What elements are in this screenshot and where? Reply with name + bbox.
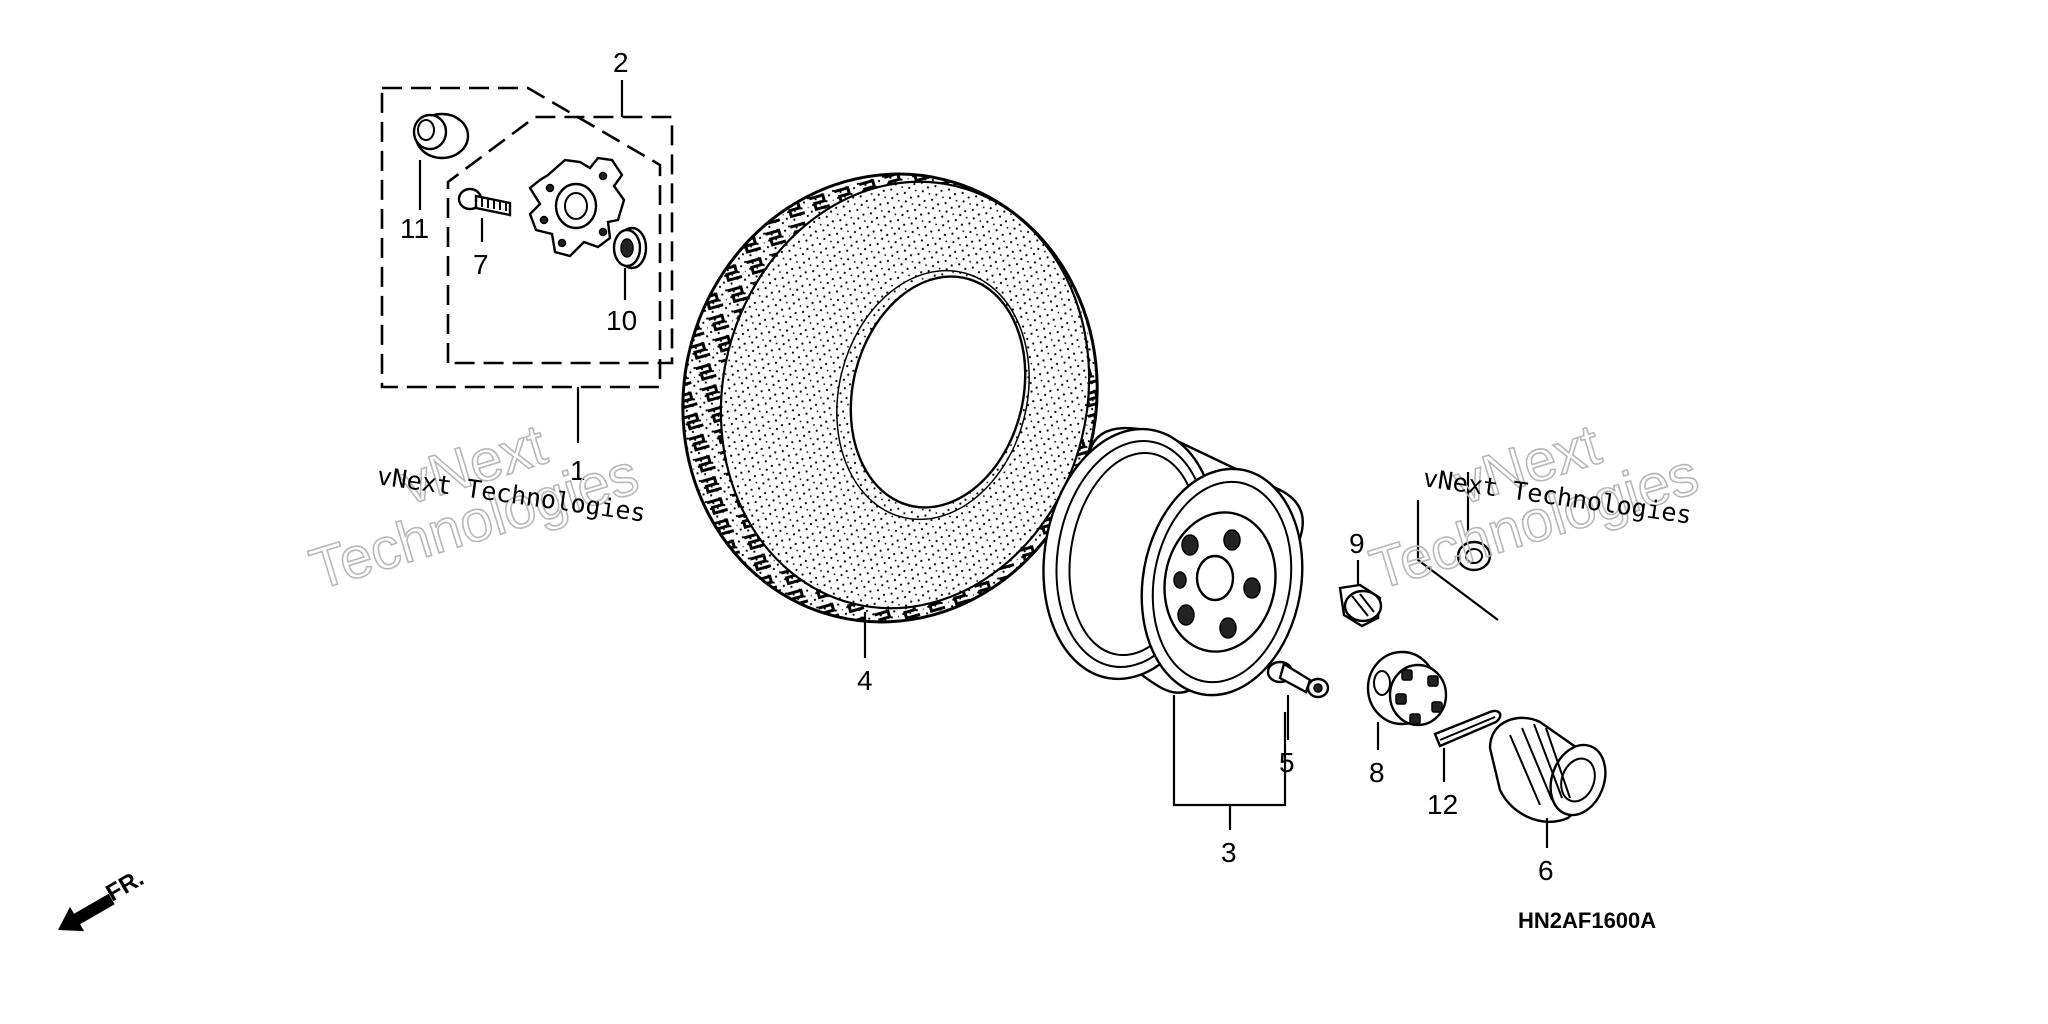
callout-1: 1	[570, 455, 586, 486]
cotter-pin-part-12	[1433, 709, 1502, 782]
hub-bolt-part-7	[457, 187, 512, 242]
hub-assembly-bracket-2	[446, 80, 674, 365]
wheel-bolt-detail	[1416, 472, 1499, 621]
callout-9: 9	[1349, 528, 1365, 559]
callout-4: 4	[857, 665, 873, 696]
callout-6: 6	[1538, 855, 1554, 886]
callout-5: 5	[1279, 747, 1295, 778]
wheel-cap-part-6	[1488, 716, 1607, 848]
callout-12: 12	[1427, 789, 1458, 820]
callout-10: 10	[606, 305, 637, 336]
wheel-rim-part-3	[1042, 426, 1304, 830]
lug-nut-part-9	[1338, 560, 1383, 628]
bearing-part-10	[612, 226, 648, 300]
castle-nut-part-8	[1366, 650, 1448, 750]
callout-11: 11	[400, 213, 429, 244]
callout-8: 8	[1369, 757, 1385, 788]
wheel-hub-plate	[528, 156, 626, 258]
callout-2: 2	[613, 47, 629, 78]
callout-3: 3	[1221, 837, 1237, 868]
callout-7: 7	[473, 249, 489, 280]
arrow-down-left-icon	[58, 893, 115, 932]
valve-stem-part-5	[1266, 660, 1330, 740]
diagram-code: HN2AF1600A	[1518, 908, 1656, 933]
collar-part-11	[412, 112, 470, 210]
tire-part-4	[681, 172, 1099, 658]
hub-assembly-bracket-1	[380, 86, 662, 443]
